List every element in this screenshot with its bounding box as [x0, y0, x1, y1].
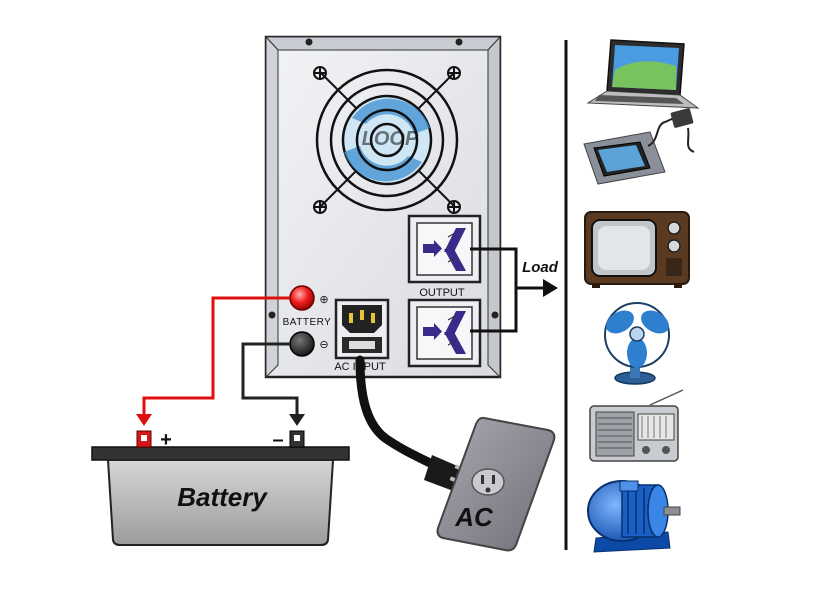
battery-label: Battery	[177, 482, 268, 512]
load-wire	[470, 247, 545, 333]
output-socket-upper[interactable]	[407, 214, 482, 284]
battery-minus-sign: –	[272, 429, 283, 451]
negative-wire-arrow	[289, 414, 305, 426]
battery-negative-terminal[interactable]	[289, 331, 315, 357]
television-icon	[584, 211, 690, 288]
cooling-fan-grill: LOOP	[315, 68, 459, 212]
minus-symbol: ⊖	[319, 339, 328, 351]
phone-charger-icon	[583, 108, 695, 185]
battery-terminal-label: BATTERY	[283, 317, 332, 328]
electric-motor-icon	[587, 480, 681, 553]
ac-power-cord	[355, 355, 445, 473]
negative-wire	[241, 342, 299, 418]
fan-logo-text: LOOP	[362, 128, 419, 150]
inverter-unit: LOOP OUTPUT	[264, 35, 502, 379]
radio-icon	[589, 389, 684, 462]
load-label: Load	[522, 259, 559, 276]
positive-wire	[142, 296, 290, 418]
battery-positive-terminal[interactable]	[289, 285, 315, 311]
positive-wire-arrow	[136, 414, 152, 426]
corner-screw-icon	[268, 38, 499, 319]
ac-outlet-label: AC	[454, 502, 494, 532]
electric-fan-icon	[604, 302, 670, 385]
output-socket-lower[interactable]	[407, 298, 482, 368]
laptop-icon	[586, 39, 700, 109]
load-arrow-icon	[543, 279, 558, 297]
battery: + – Battery	[91, 429, 350, 546]
battery-plus-sign: +	[160, 429, 172, 451]
plus-symbol: ⊕	[319, 294, 328, 306]
ac-input-socket[interactable]	[334, 298, 390, 360]
fan-screw-icon	[313, 66, 461, 214]
output-label: OUTPUT	[419, 287, 465, 299]
ac-wall-outlet: AC	[436, 416, 556, 552]
